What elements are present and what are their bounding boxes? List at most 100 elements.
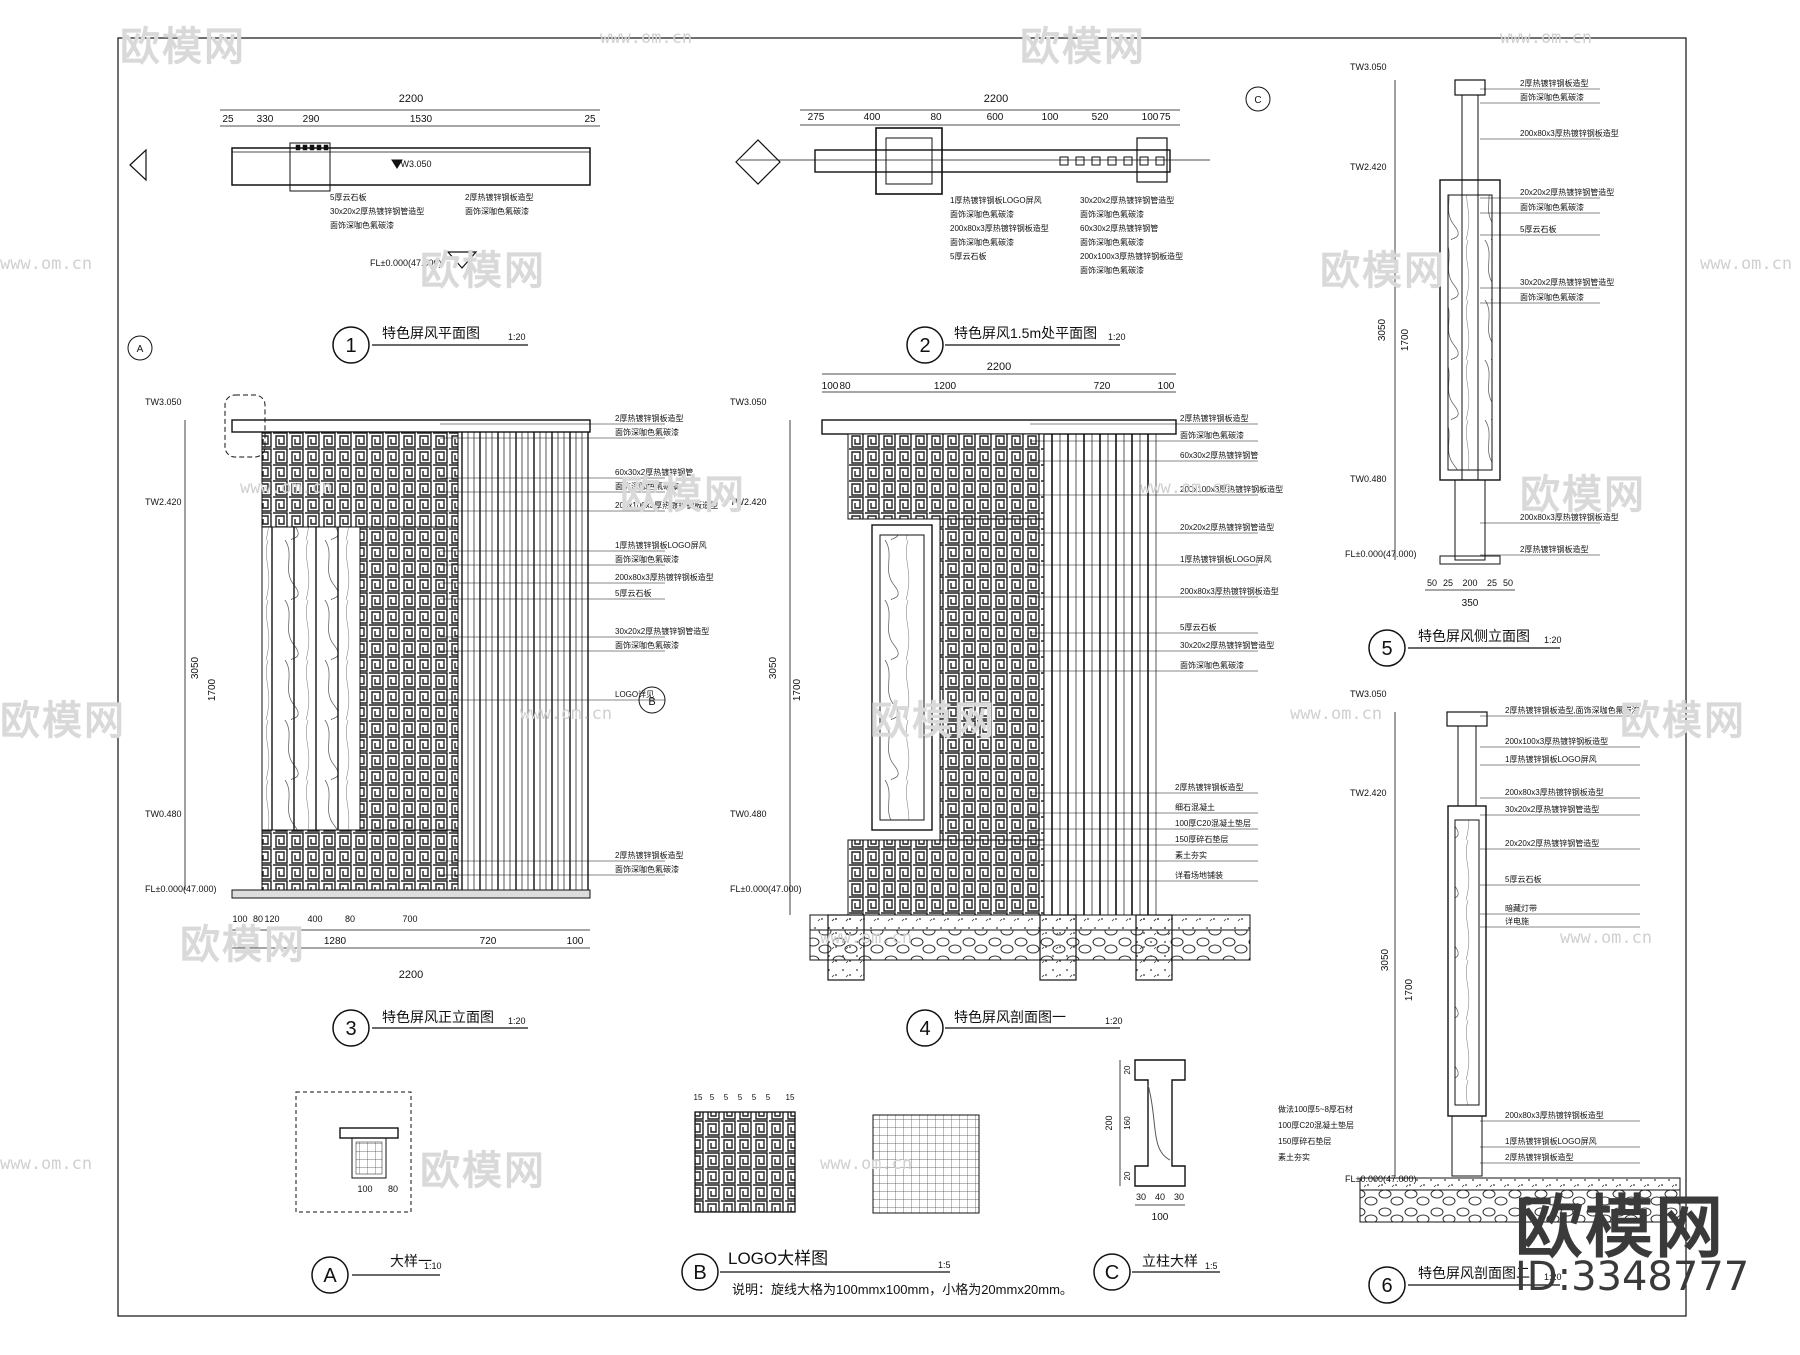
dim-label: 5	[738, 1093, 743, 1102]
section-arrow	[446, 251, 478, 269]
level-label: TW2.420	[1350, 788, 1387, 798]
note-label: 100厚C20混凝土垫层	[1278, 1120, 1354, 1130]
side5-base	[1439, 555, 1501, 565]
sec4-footing	[1039, 914, 1077, 981]
dim-label: 330	[257, 114, 274, 125]
plan1-column	[289, 142, 331, 192]
drawing-number-circle	[1368, 629, 1406, 667]
note-label: 5厚云石板	[615, 588, 651, 598]
dim-label: 200	[1462, 578, 1477, 588]
note-label: 200x100x3厚热镀锌钢板造型	[1080, 251, 1183, 261]
dim-label: 80	[839, 381, 851, 392]
dim-label: 275	[808, 112, 825, 123]
drawing-number: 3	[345, 1018, 356, 1040]
level-label: FL±0.000(47.000)	[145, 884, 217, 894]
note-label: 面饰深咖色氟碳漆	[950, 209, 1014, 219]
watermark-logo: 欧模网	[1020, 24, 1146, 70]
note-label: 素土夯实	[1278, 1152, 1310, 1162]
dim-label: 720	[480, 936, 497, 947]
note-label: 30x20x2厚热镀锌钢管造型	[1520, 277, 1614, 287]
watermark-url: www.om.cn	[0, 1154, 93, 1174]
note-label: 1厚热镀锌钢板LOGO屏风	[1505, 754, 1597, 764]
drawing-scale: 1:20	[1108, 332, 1126, 342]
note-label: 60x30x2厚热镀锌钢管	[1080, 223, 1158, 233]
dim-label: 350	[1462, 598, 1479, 609]
note-label: 200x100x3厚热镀锌钢板造型	[1180, 484, 1283, 494]
dim-label: 80	[388, 1184, 398, 1194]
watermark-url: www.om.cn	[1700, 254, 1793, 274]
sec6-post	[1457, 725, 1477, 807]
watermark-url: www.om.cn	[520, 704, 613, 724]
watermark-url: www.om.cn	[0, 254, 93, 274]
note-label: 面饰深咖色氟碳漆	[615, 481, 679, 491]
dim-label: 5	[724, 1093, 729, 1102]
note-label: 2厚热镀锌钢板造型	[1520, 78, 1588, 88]
dim-label: 100	[1158, 381, 1175, 392]
note-label: 2厚热镀锌钢板造型	[1180, 413, 1248, 423]
sec4-footing	[1135, 914, 1173, 981]
level-label: TW2.420	[1350, 162, 1387, 172]
drawing-scale: 1:20	[1105, 1016, 1123, 1026]
dim-overall: 2200	[399, 969, 423, 981]
dim-label: 20	[1123, 1065, 1132, 1074]
dim-label: 1700	[1400, 328, 1411, 351]
dim-label: 5	[766, 1093, 771, 1102]
note-label: 200x80x3厚热镀锌钢板造型	[615, 572, 714, 582]
watermark-url: www.om.cn	[820, 1154, 913, 1174]
note-label: 200x80x3厚热镀锌钢板造型	[1505, 787, 1604, 797]
dim-label: 15	[694, 1093, 703, 1102]
level-label: FL±0.000(47.000)	[370, 258, 442, 268]
plan2-column	[875, 127, 943, 195]
watermark-logo: 欧模网	[620, 472, 746, 518]
drawing-number-circle	[681, 1253, 719, 1291]
plan1-tube	[323, 144, 329, 151]
watermark-logo: 欧模网	[0, 698, 126, 744]
dim-label: 100	[567, 936, 584, 947]
note-label: 面饰深咖色氟碳漆	[1180, 660, 1244, 670]
sec4-cap	[821, 419, 1177, 435]
drawing-scale: 1:20	[508, 332, 526, 342]
sec4-fret-mid	[939, 518, 1045, 841]
drawing-title: 特色屏风侧立面图	[1418, 628, 1530, 644]
note-label: 150厚碎石垫层	[1175, 834, 1228, 844]
drawing-title: 立柱大样	[1142, 1253, 1198, 1269]
note-label: 200x80x3厚热镀锌钢板造型	[1520, 512, 1619, 522]
note-label: 60x30x2厚热镀锌钢管	[615, 467, 693, 477]
drawing-number-circle	[332, 326, 370, 364]
elev3-fret-mid	[359, 526, 459, 831]
note-label: 2厚热镀锌钢板造型	[1520, 544, 1588, 554]
level-label: TW2.420	[145, 497, 182, 507]
dim-label: 700	[402, 914, 417, 924]
drawing-number: 2	[919, 335, 930, 357]
drawing-number: B	[693, 1262, 706, 1284]
note-label: 面饰深咖色氟碳漆	[615, 554, 679, 564]
dim-label: 25	[1487, 578, 1497, 588]
dim-label: 3050	[190, 656, 201, 679]
drawing-number: 6	[1381, 1275, 1392, 1297]
sec4-gravel	[809, 929, 1251, 961]
note-label: 5厚云石板	[1520, 224, 1556, 234]
sheet-border	[117, 37, 1687, 1317]
watermark-url: www.om.cn	[1140, 478, 1233, 498]
dim-label: 1200	[934, 381, 957, 392]
dim-label: 100	[822, 381, 839, 392]
drawing-number: 1	[345, 335, 356, 357]
note-label: 详电施	[1505, 916, 1529, 926]
logo-note: 说明：旋线大格为100mmx100mm，小格为20mmx20mm。	[732, 1282, 1073, 1297]
elev3-marble-panel	[261, 526, 361, 831]
note-label: 详看场地铺装	[1175, 870, 1223, 880]
note-label: 1厚热镀锌钢板LOGO屏风	[615, 540, 707, 550]
sec4-marble-panel	[879, 534, 925, 821]
note-label: 30x20x2厚热镀锌钢管造型	[1080, 195, 1174, 205]
note-label: 200x100x3厚热镀锌钢板造型	[615, 500, 718, 510]
logo-grid-detail	[872, 1114, 980, 1214]
level-label: TW3.050	[1350, 62, 1387, 72]
dim-label: 100	[232, 914, 247, 924]
plan2-tube	[1091, 156, 1101, 166]
dim-label: 75	[1159, 112, 1171, 123]
sec6-lower-post	[1451, 1115, 1483, 1177]
note-label: 60x30x2厚热镀锌钢管	[1180, 450, 1258, 460]
dim-label: 5	[710, 1093, 715, 1102]
